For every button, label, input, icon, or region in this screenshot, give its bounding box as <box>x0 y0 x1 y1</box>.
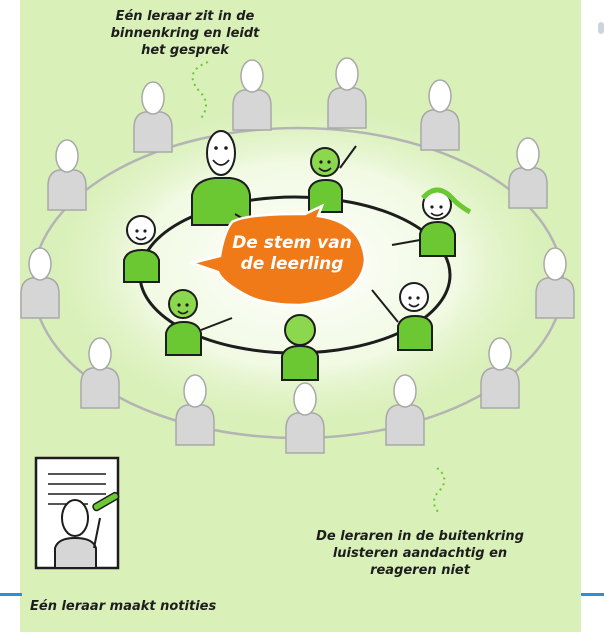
student <box>281 314 319 381</box>
outer-person <box>232 59 272 131</box>
caption-line: het gesprek <box>141 43 229 58</box>
caption-line: De leraren in de buitenkring <box>316 529 524 544</box>
bubble-line: De stem van <box>232 233 352 253</box>
caption-lead-teacher: Eén leraar zit in de binnenkring en leid… <box>70 8 300 59</box>
speech-bubble <box>187 203 367 307</box>
student <box>391 187 472 257</box>
side-marker <box>598 22 604 34</box>
blue-rule-left <box>0 593 22 596</box>
outer-person <box>327 57 367 129</box>
caption-line: reageren niet <box>370 563 470 578</box>
caption-line: Eén leraar zit in de <box>115 9 255 24</box>
leader-line-bottom <box>433 467 446 515</box>
student <box>165 289 233 356</box>
blue-rule-right <box>581 593 604 596</box>
outer-person <box>47 139 87 211</box>
bubble-text: De stem van de leerling <box>222 233 362 275</box>
caption-note-taker: Eén leraar maakt notities <box>30 599 217 614</box>
student <box>308 145 357 213</box>
caption-outer-circle: De leraren in de buitenkring luisteren a… <box>300 528 540 579</box>
note-taker-card <box>34 456 120 570</box>
student <box>371 282 433 351</box>
caption-line: luisteren aandachtig en <box>332 546 508 561</box>
outer-person <box>133 81 173 153</box>
inner-circle-figures <box>123 130 472 381</box>
lead-teacher <box>191 130 263 231</box>
outer-person <box>508 137 548 209</box>
leader-line-top <box>191 61 209 121</box>
student <box>123 215 160 283</box>
pen-icon <box>92 491 120 512</box>
outer-person <box>420 79 460 151</box>
bubble-line: de leerling <box>240 254 344 274</box>
caption-line: binnenkring en leidt <box>110 26 260 41</box>
